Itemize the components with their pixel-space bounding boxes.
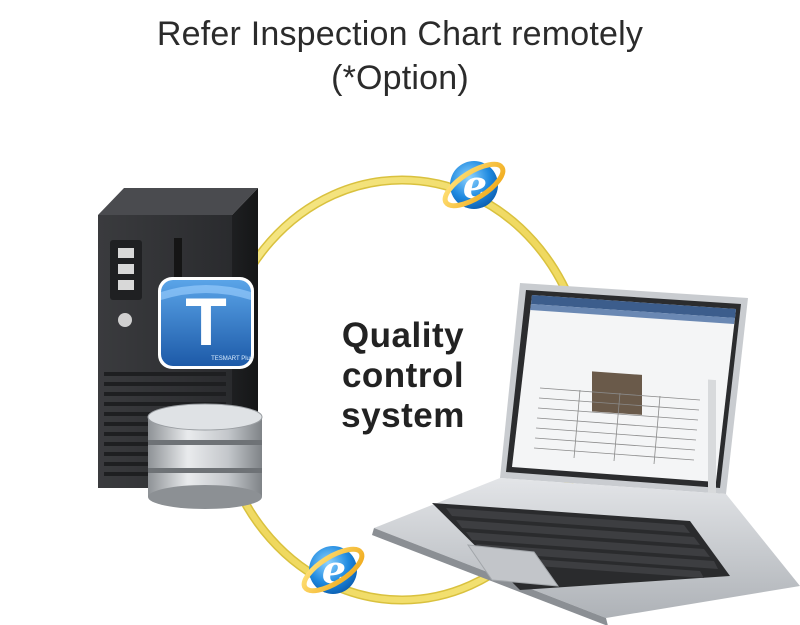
center-label-line-1: Quality xyxy=(341,316,465,355)
center-label-line-3: system xyxy=(341,396,465,435)
app-icon-letter: T xyxy=(185,284,227,360)
database-icon xyxy=(147,403,263,509)
diagram-title: Refer Inspection Chart remotely (*Option… xyxy=(0,12,800,100)
center-label: Quality control system xyxy=(318,316,488,436)
title-line-2: (*Option) xyxy=(331,59,469,97)
browser-icon-bottom: e xyxy=(301,546,365,594)
tesmart-app-icon: T TESMART Plus xyxy=(158,277,254,369)
laptop-icon xyxy=(372,283,800,625)
app-icon-caption: TESMART Plus xyxy=(211,356,253,362)
center-label-line-2: control xyxy=(341,356,465,395)
title-line-1: Refer Inspection Chart remotely xyxy=(156,15,644,53)
browser-icon-top: e xyxy=(442,161,506,209)
